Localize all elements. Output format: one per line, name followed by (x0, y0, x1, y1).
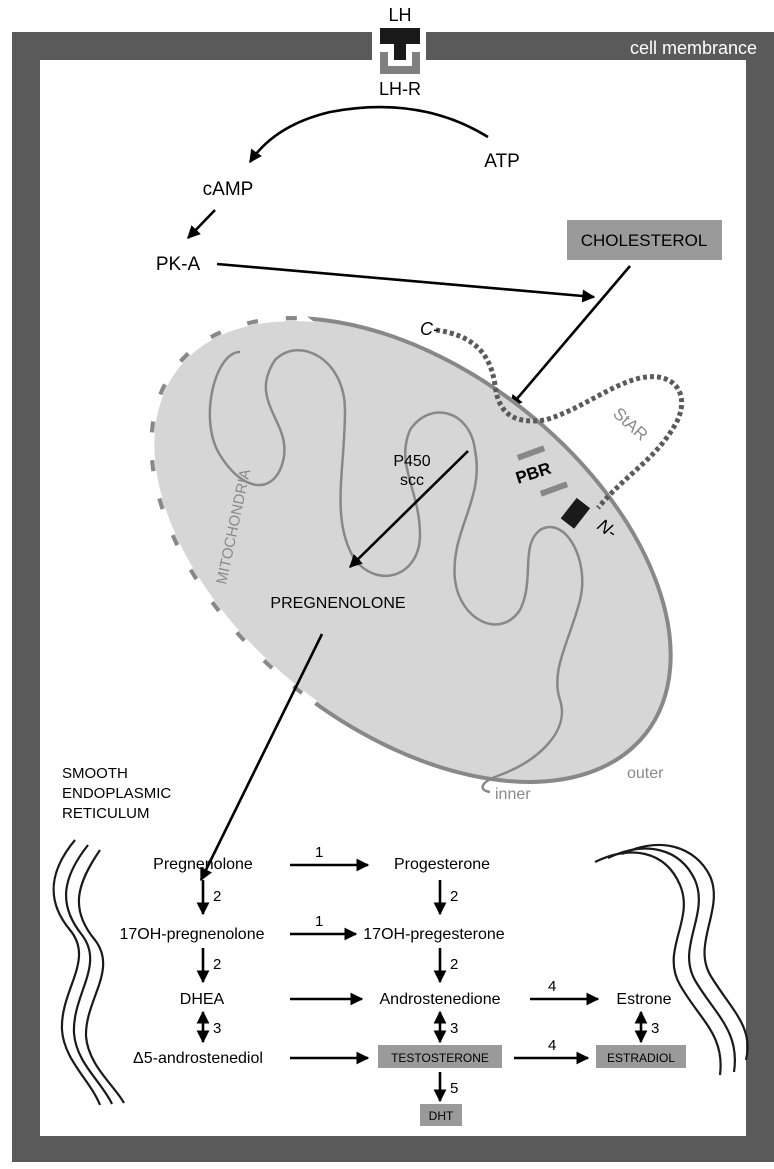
step-1a: 1 (315, 844, 323, 861)
pathway-dht: DHT (429, 1109, 454, 1123)
step-3b: 3 (450, 1020, 458, 1037)
step-4b: 4 (548, 1037, 556, 1054)
step-2d: 2 (450, 956, 458, 973)
scc-label: scc (400, 472, 424, 489)
membrane-label: cell membrance (630, 38, 757, 58)
pathway-estrone: Estrone (616, 991, 671, 1008)
er-line2: ENDOPLASMIC (62, 785, 171, 802)
pathway-testosterone: TESTOSTERONE (391, 1051, 489, 1065)
lh-r-label: LH-R (379, 79, 421, 99)
cholesterol-label: CHOLESTEROL (581, 231, 708, 250)
pathway-dhea: DHEA (180, 991, 225, 1008)
er-line1: SMOOTH (62, 765, 128, 782)
step-2a: 2 (213, 888, 221, 905)
pathway-pregnenolone: Pregnenolone (153, 856, 253, 873)
pka-label: PK-A (156, 254, 201, 275)
atp-to-camp-arrow (250, 107, 488, 162)
pathway-androstenedione: Androstenedione (380, 991, 501, 1008)
step-5: 5 (450, 1080, 458, 1097)
pathway-estradiol: ESTRADIOL (607, 1051, 675, 1065)
step-1b: 1 (315, 913, 323, 930)
pathway-androstenediol: Δ5-androstenediol (133, 1050, 263, 1067)
step-4a: 4 (548, 978, 556, 995)
step-3a: 3 (213, 1020, 221, 1037)
atp-label: ATP (484, 151, 520, 172)
er-membranes-left (54, 840, 124, 1105)
c-terminus-label: C- (420, 319, 439, 339)
camp-to-pka-arrow (188, 210, 215, 238)
pka-to-cholesterol-arrow (217, 264, 594, 297)
to-er-arrow (201, 634, 322, 880)
outer-label: outer (627, 765, 664, 782)
er-membranes-right (595, 845, 748, 1075)
pathway-17oh-progesterone: 17OH-pregesterone (363, 926, 505, 943)
pathway-17oh-pregnenolone: 17OH-pregnenolone (120, 926, 265, 943)
step-2b: 2 (450, 888, 458, 905)
pregnenolone-mito-label: PREGNENOLONE (270, 595, 405, 612)
lh-label: LH (388, 5, 411, 25)
step-3c: 3 (651, 1020, 659, 1037)
cholesterol-to-mito-arrow (510, 266, 630, 407)
er-line3: RETICULUM (62, 805, 150, 822)
inner-label: inner (495, 786, 531, 803)
camp-label: cAMP (203, 179, 254, 200)
pathway-progesterone: Progesterone (394, 856, 490, 873)
step-2c: 2 (213, 956, 221, 973)
p450-label: P450 (393, 453, 430, 470)
star-label: StAR (609, 404, 651, 445)
